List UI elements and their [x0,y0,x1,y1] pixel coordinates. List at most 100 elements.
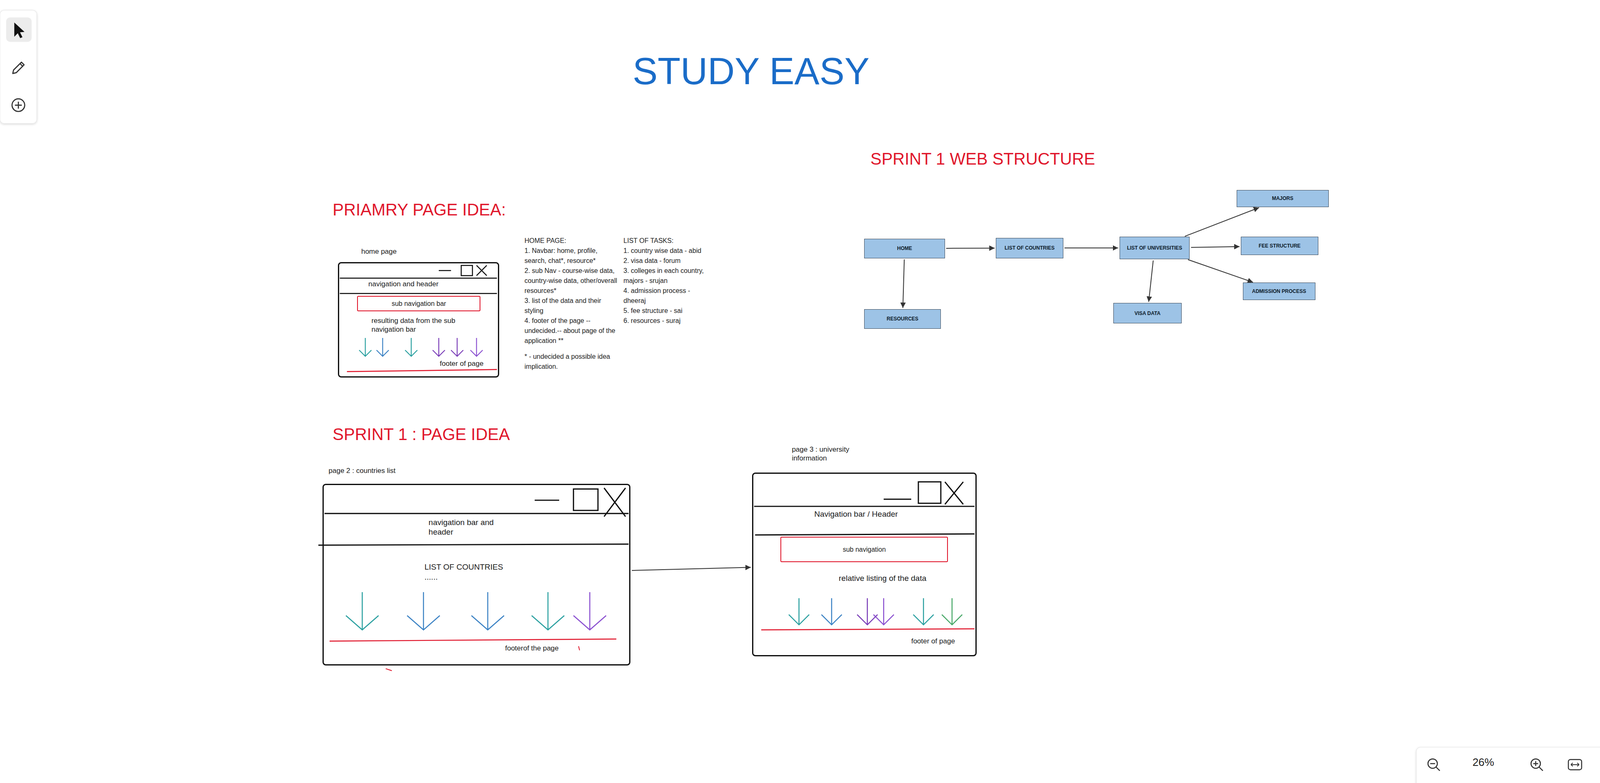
browser-sketch: page 3 : university informationNavigatio… [752,472,977,657]
data-arrow-sketch [873,598,894,625]
note-heading: HOME PAGE: [524,235,620,246]
task-text: 6. resources - suraj [623,315,714,326]
window-minimize [438,270,451,271]
box-label: VISA DATA [1134,310,1161,317]
pen-mark [578,646,580,651]
process-box: RESOURCES [864,309,941,329]
task-text: 4. admission process - dheeraj [623,285,714,306]
data-arrow-sketch [407,592,440,630]
connector-arrow [1148,260,1154,302]
cursor-icon [14,22,25,39]
task-text: 1. country wise data - abid [623,245,714,256]
window-maximize [918,481,941,503]
task-text: 3. colleges in each country, majors - sr… [623,265,714,286]
note-text: 1. Navbar: home, profile, search, chat*,… [524,245,620,266]
sketch-label: page 3 : university information [791,445,869,463]
sub-navigation-box: sub navigation [780,536,948,563]
connector-arrow [1187,259,1253,283]
fit-width-icon [1568,759,1582,770]
add-icon-cross [15,101,23,109]
sub-navigation-box: sub navigation bar [357,295,481,312]
sketch-divider [324,512,629,515]
sketch-divider [340,277,498,279]
window-maximize [461,265,473,276]
connector-arrow [902,259,905,308]
data-arrow-sketch [573,592,606,630]
box-label: RESOURCES [886,315,919,322]
note-text: 4. footer of the page -- undecided.-- ab… [524,315,620,346]
box-label: HOME [897,245,913,252]
section-heading: SPRINT 1 : PAGE IDEA [332,424,510,444]
pen-icon [12,62,25,74]
connector-arrow [1185,207,1260,237]
box-label: LIST OF UNIVERSITIES [1127,245,1183,251]
data-arrow-sketch [359,337,372,357]
sketch-divider [754,505,975,508]
sketch-divider [755,533,975,535]
tasks-column: LIST OF TASKS:1. country wise data - abi… [623,235,714,326]
process-box: VISA DATA [1113,302,1182,324]
note-text: 2. sub Nav - course-wise data, country-w… [524,265,620,296]
window-close [945,481,964,505]
zoom-out-icon-mark [1430,763,1440,771]
browser-sketch: page 2 : countries listnavigation bar an… [322,483,631,666]
sketch-label: page 2 : countries list [328,466,462,475]
data-arrow-sketch [471,592,504,630]
window-close [604,487,626,517]
window-minimize [883,498,912,500]
note-text: 3. list of the data and their styling [524,295,620,316]
process-box: MAJORS [1236,190,1329,208]
toolbar-highlight [6,17,32,43]
process-box: FEE STRUCTURE [1240,236,1319,255]
data-arrow-sketch [531,592,565,630]
box-label: FEE STRUCTURE [1258,242,1301,249]
fit-width-arrows [1570,762,1580,767]
data-arrow-sketch [470,337,483,357]
sketch-label: LIST OF COUNTRIES ...... [424,562,512,583]
data-arrow-sketch [432,337,445,357]
zoom-level: 26% [1472,756,1495,769]
task-text: 5. fee structure - sai [623,305,714,316]
sketch-divider [318,544,629,545]
process-box: ADMISSION PROCESS [1242,282,1316,300]
browser-sketch: home pagenavigation and headerresulting … [337,262,500,378]
toolbar-panel [0,10,37,124]
data-arrow-sketch [450,337,463,357]
window-close [476,265,487,276]
diagram-title: STUDY EASY [459,50,1043,93]
notes-column: HOME PAGE:1. Navbar: home, profile, sear… [524,235,620,372]
window-minimize [534,499,560,501]
connector-arrow [1064,247,1119,249]
zoom-in-icon-mark [1533,761,1543,771]
note-footnote: * - undecided a possible idea implicatio… [524,351,620,372]
box-label: ADMISSION PROCESS [1252,288,1307,295]
process-box: LIST OF UNIVERSITIES [1119,236,1190,260]
data-arrow-sketch [941,598,963,625]
data-arrow-sketch [788,598,810,625]
footer-line [329,639,617,642]
data-arrow-sketch [405,337,418,357]
sketch-label: navigation and header [368,279,486,289]
sketch-label: sub navigation [842,545,886,554]
zoom-panel [1416,747,1600,783]
footer-line [761,628,975,630]
add-icon [12,98,25,112]
task-heading: LIST OF TASKS: [623,235,714,246]
box-label: MAJORS [1272,195,1294,202]
task-text: 2. visa data - forum [623,255,714,266]
sketch-label: navigation bar and header [428,517,511,538]
sketch-label: home page [361,247,443,256]
connector-arrow [1190,246,1240,248]
section-heading: PRIAMRY PAGE IDEA: [332,200,506,220]
data-arrow-sketch [913,598,934,625]
data-arrow-sketch [376,337,389,357]
window-maximize [573,488,598,510]
process-box: LIST OF COUNTRIES [995,237,1064,259]
sketch-label: footer of page [911,636,975,646]
sketch-label: footerof the page [505,643,597,653]
data-arrow-sketch [345,592,379,630]
data-arrow-sketch [857,598,878,625]
process-box: HOME [864,238,945,259]
